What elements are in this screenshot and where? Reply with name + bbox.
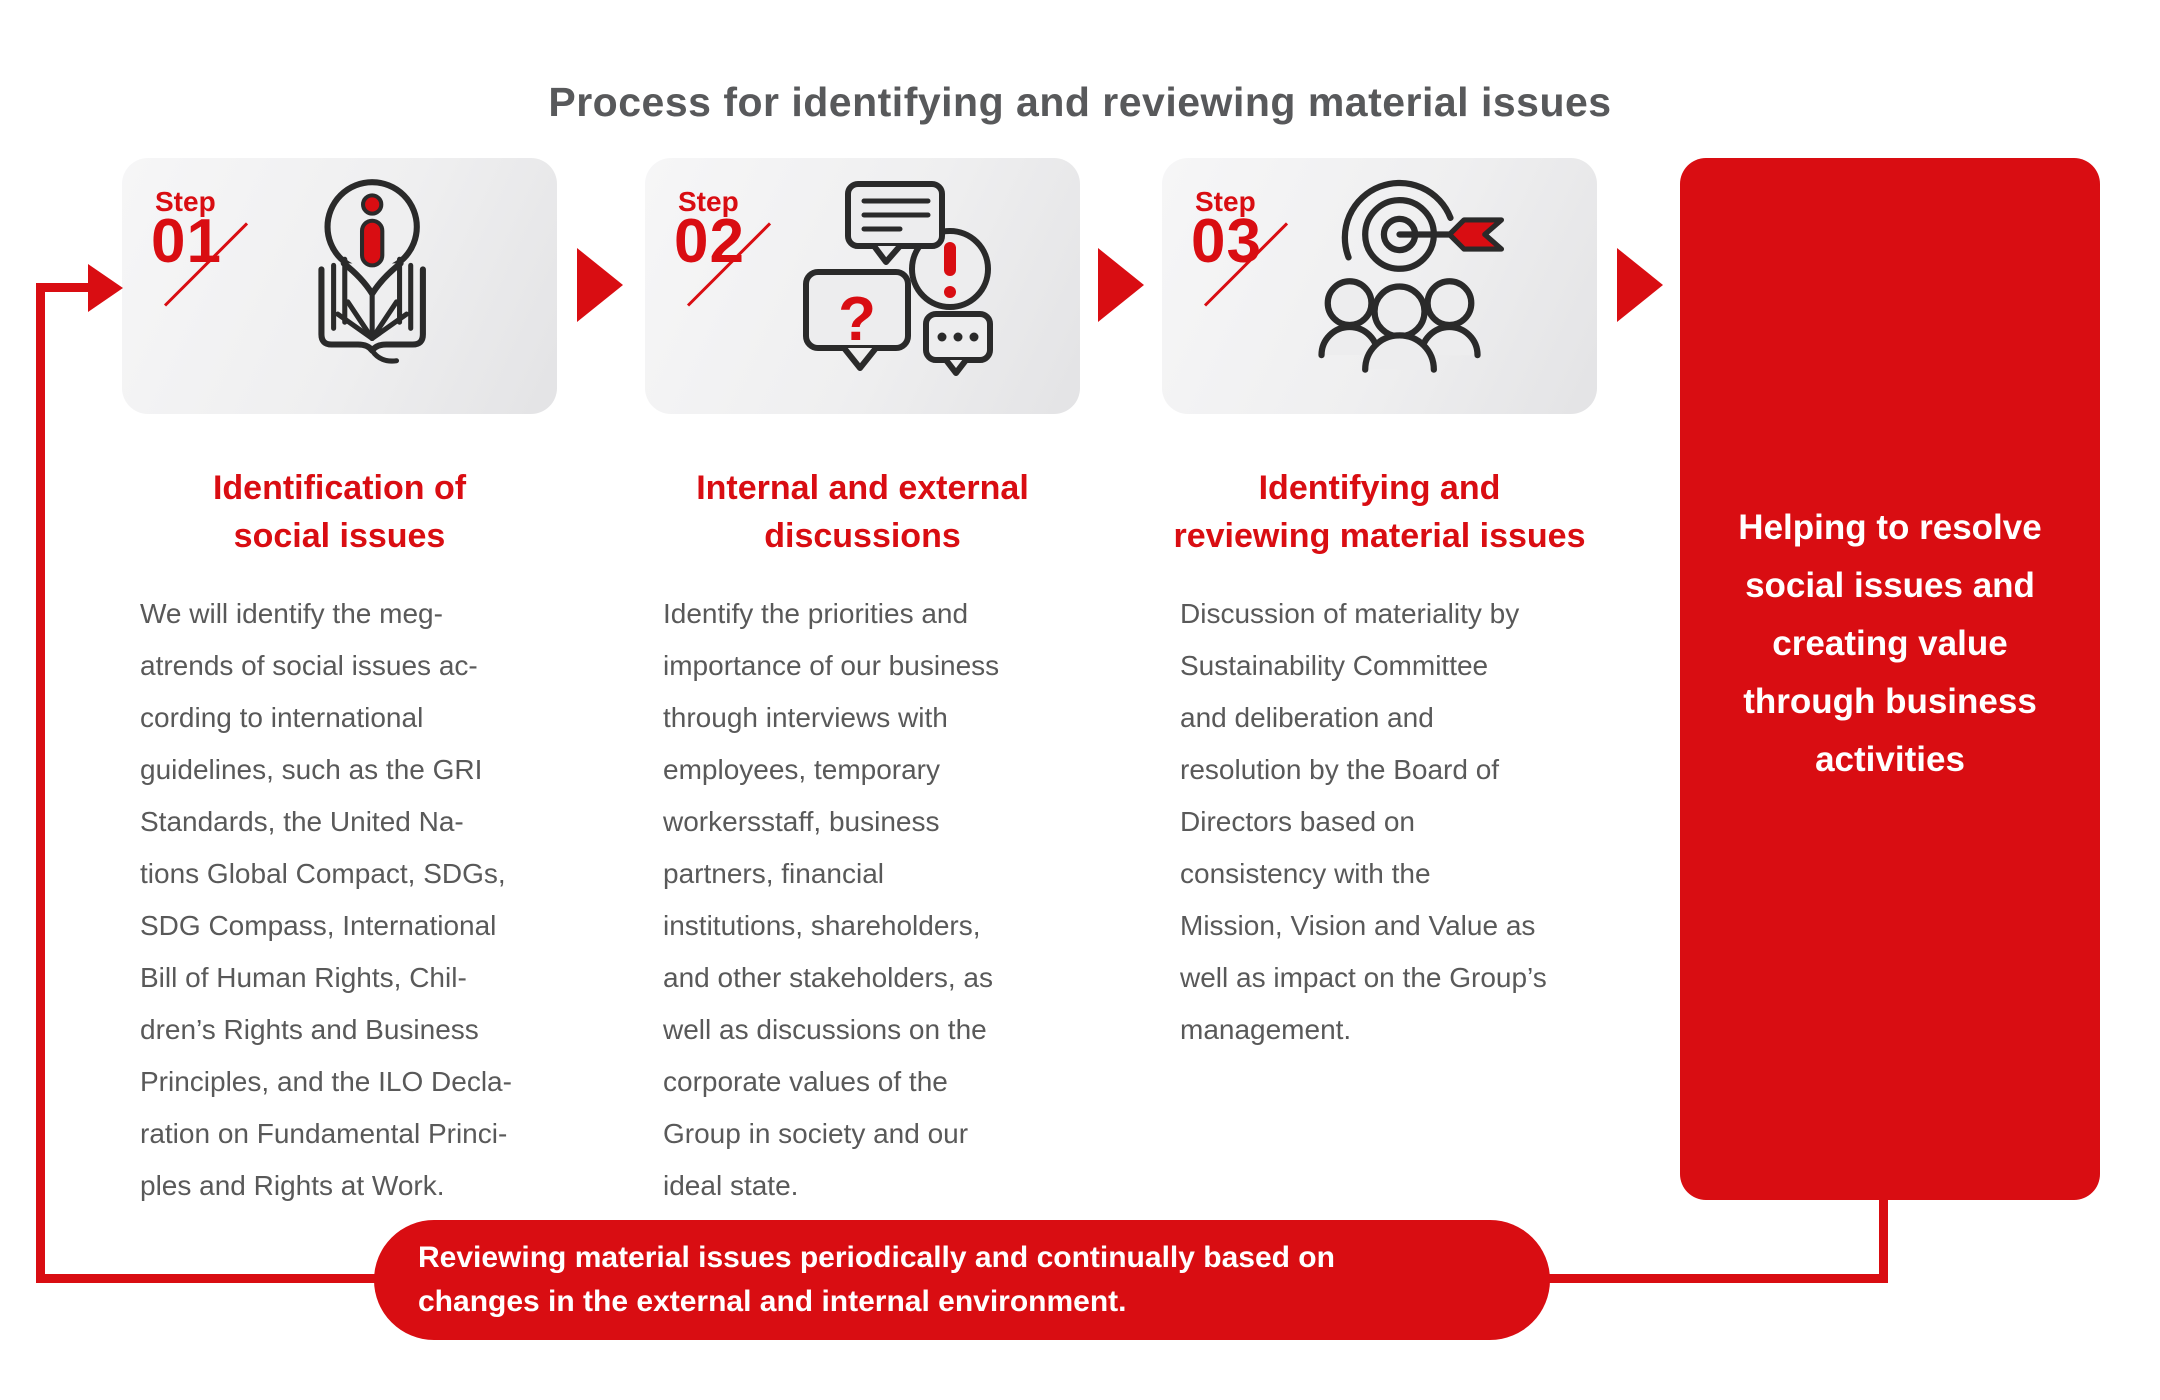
book-info-icon: [267, 170, 477, 378]
step-number: 03: [1191, 207, 1262, 276]
heading-line: discussions: [764, 517, 961, 555]
discussions-icon: ?: [790, 170, 1000, 378]
description-line: guidelines, such as the GRI: [140, 754, 483, 785]
step-column-2: Step 02: [645, 158, 1080, 1212]
outcome-line: through business: [1743, 682, 2037, 721]
step-label: Step: [155, 186, 216, 217]
description-line: partners, financial: [663, 858, 885, 889]
heading-line: Identification of: [212, 469, 467, 507]
heading-line: reviewing material issues: [1173, 517, 1586, 555]
feedback-loop-line-top: [36, 283, 90, 292]
step-number: 02: [674, 207, 745, 276]
outcome-line: social issues and: [1745, 566, 2035, 605]
description-line: institutions, shareholders,: [663, 910, 981, 941]
step-heading: Identification of social issues: [122, 464, 557, 560]
heading-line: social issues: [233, 517, 446, 555]
step-column-3: Step 03: [1162, 158, 1597, 1056]
outcome-line: Helping to resolve: [1738, 508, 2042, 547]
step-card-2: Step 02: [645, 158, 1080, 414]
step-label: Step: [678, 186, 739, 217]
description-line: management.: [1180, 1014, 1352, 1045]
description-line: and deliberation and: [1180, 702, 1434, 733]
description-line: Sustainability Committee: [1180, 650, 1489, 681]
outcome-line: creating value: [1772, 624, 2008, 663]
description-line: corporate values of the: [663, 1066, 948, 1097]
step-card-3: Step 03: [1162, 158, 1597, 414]
description-line: Discussion of materiality by: [1180, 598, 1520, 629]
description-line: ples and Rights at Work.: [140, 1170, 445, 1201]
description-line: Standards, the United Na-: [140, 806, 464, 837]
step-description: Identify the priorities and importance of…: [645, 588, 1080, 1212]
banner-line: changes in the external and internal env…: [418, 1285, 1127, 1318]
description-line: well as impact on the Group’s: [1180, 962, 1547, 993]
description-line: dren’s Rights and Business: [140, 1014, 479, 1045]
description-line: employees, temporary: [663, 754, 941, 785]
step-heading: Identifying and reviewing material issue…: [1162, 464, 1597, 560]
outcome-text: Helping to resolve social issues and creat…: [1738, 499, 2041, 789]
step-description: We will identify the meg-atrends of soci…: [122, 588, 557, 1212]
description-line: SDG Compass, International: [140, 910, 497, 941]
outcome-box: Helping to resolve social issues and creat…: [1680, 158, 2100, 1200]
feedback-arrowhead-icon: [88, 264, 123, 312]
page-title: Process for identifying and reviewing ma…: [548, 79, 1612, 126]
svg-text:?: ?: [838, 285, 876, 354]
step-description: Discussion of materiality by Sustainabili…: [1162, 588, 1597, 1056]
step-heading: Internal and external discussions: [645, 464, 1080, 560]
description-line: Group in society and our: [663, 1118, 969, 1149]
flow-arrow-icon: [577, 248, 623, 322]
description-line: through interviews with: [663, 702, 948, 733]
description-line: ideal state.: [663, 1170, 799, 1201]
heading-line: Identifying and: [1258, 469, 1501, 507]
outcome-line: activities: [1815, 740, 1965, 779]
step-card-1: Step 01: [122, 158, 557, 414]
description-line: Directors based on: [1180, 806, 1416, 837]
description-line: tions Global Compact, SDGs,: [140, 858, 506, 889]
feedback-loop-line-right: [1879, 1198, 1888, 1283]
description-line: importance of our business: [663, 650, 1000, 681]
description-line: Identify the priorities and: [663, 598, 969, 629]
step-column-1: Step 01: [122, 158, 557, 1212]
review-banner-text: Reviewing material issues periodically a…: [418, 1236, 1335, 1324]
step-label: Step: [1195, 186, 1256, 217]
description-line: workersstaff, business: [663, 806, 940, 837]
description-line: cording to international: [140, 702, 424, 733]
description-line: Principles, and the ILO Decla-: [140, 1066, 512, 1097]
review-banner: Reviewing material issues periodically a…: [374, 1220, 1550, 1340]
feedback-loop-line-left: [36, 283, 45, 1283]
description-line: Mission, Vision and Value as: [1180, 910, 1536, 941]
flow-arrow-icon: [1098, 248, 1144, 322]
description-line: consistency with the: [1180, 858, 1431, 889]
description-line: ration on Fundamental Princi-: [140, 1118, 508, 1149]
description-line: well as discussions on the: [663, 1014, 987, 1045]
description-line: Bill of Human Rights, Chil-: [140, 962, 467, 993]
flow-arrow-icon: [1617, 248, 1663, 322]
banner-line: Reviewing material issues periodically a…: [418, 1241, 1335, 1274]
description-line: resolution by the Board of: [1180, 754, 1500, 785]
description-line: atrends of social issues ac-: [140, 650, 478, 681]
step-number: 01: [151, 207, 222, 276]
description-line: and other stakeholders, as: [663, 962, 993, 993]
description-line: We will identify the meg-: [140, 598, 443, 629]
target-people-icon: [1307, 170, 1517, 378]
heading-line: Internal and external: [696, 469, 1029, 507]
